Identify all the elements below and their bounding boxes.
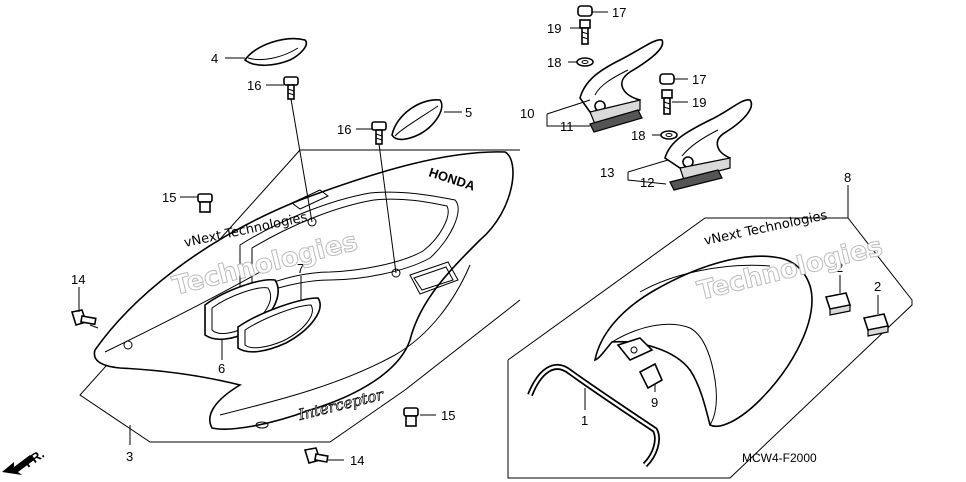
callout-9: 9 [651,395,658,410]
bolt-14a [70,309,97,326]
cap-17a [577,5,593,17]
gasket-12 [669,169,723,191]
washer-18a [576,57,594,67]
callout-18a: 18 [547,55,561,70]
front-direction-arrow: FR. [2,446,47,475]
cushion-2a [824,292,852,316]
callout-11: 11 [560,119,574,134]
arrow-icon [2,455,34,475]
nut-15a [197,193,213,213]
screw-16b [371,121,387,145]
callout-8: 8 [844,170,851,185]
trim-1 [527,364,660,468]
grab-rail-upper [579,39,664,133]
callout-19b: 19 [692,95,706,110]
callout-15a: 15 [162,190,176,205]
screw-16a [283,76,299,100]
callout-16a: 16 [247,78,261,93]
inner-panel-7 [237,297,321,353]
watermark-right-small: vNext Technologies [703,208,829,249]
cushion-2b [862,313,890,337]
rear-cowl-group: HONDA Interceptor [79,149,521,443]
callout-2b: 2 [874,279,881,294]
callout-7: 7 [297,261,304,276]
rear-cowl [93,151,514,430]
callout-2a: 2 [836,260,843,275]
callout-10: 10 [520,106,534,121]
callout-3: 3 [126,449,133,464]
inner-panel-6 [204,279,279,341]
diagram-code: MCW4-F2000 [742,451,817,465]
callout-6: 6 [218,361,225,376]
callout-17a: 17 [612,5,626,20]
grab-rail-lower [664,99,753,191]
bolt-19a [579,19,591,45]
callout-13: 13 [600,165,614,180]
washer-18b [660,130,678,140]
cowl-vent [409,261,459,295]
callout-17b: 17 [692,72,706,87]
seat-cowl-group [507,217,913,479]
callout-12: 12 [640,175,654,190]
bolt-19b [661,89,673,115]
cap-17b [659,73,675,85]
callout-19a: 19 [547,21,561,36]
seal-9 [638,362,664,390]
cowl-opening [239,191,459,301]
leader-lines [78,11,879,461]
bolt-14b [303,447,329,464]
callout-15b: 15 [441,408,455,423]
nut-15b [403,407,419,427]
callouts: 1 2 2 3 4 5 6 7 8 9 10 11 12 13 14 14 15… [71,5,881,468]
callout-5: 5 [465,105,472,120]
callout-14a: 14 [71,272,85,287]
callout-4: 4 [211,51,218,66]
callout-1: 1 [581,413,588,428]
callout-16b: 16 [337,122,351,137]
callout-14b: 14 [350,453,364,468]
gasket-11 [589,109,643,133]
cover-cap-4 [243,37,308,67]
callout-18b: 18 [631,128,645,143]
front-label: FR. [21,446,47,470]
